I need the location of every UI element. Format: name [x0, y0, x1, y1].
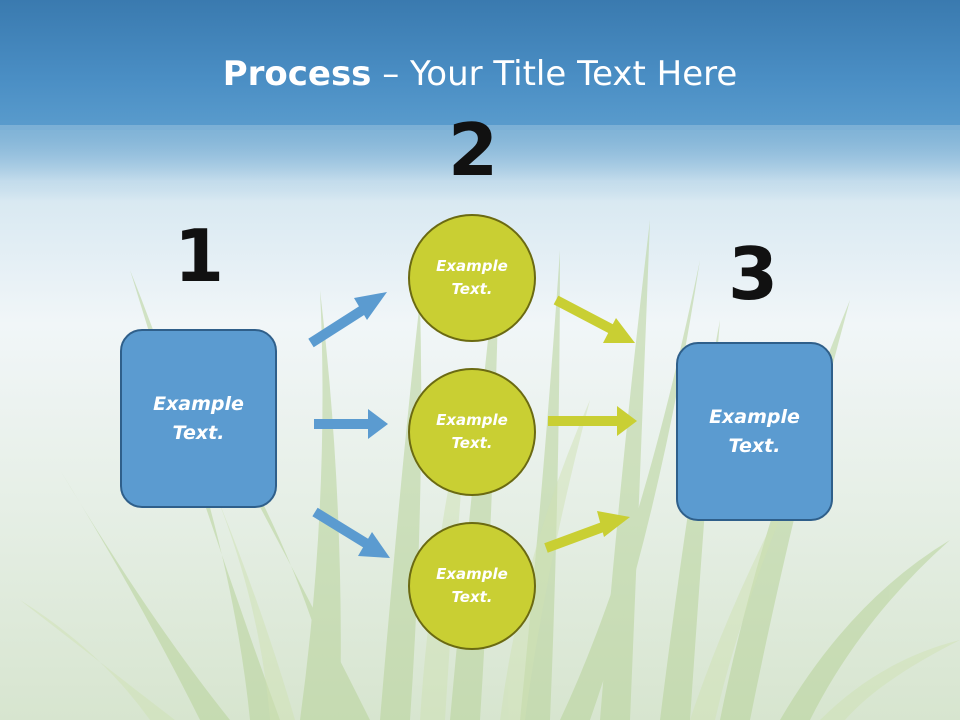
step-3-text: Example Text.	[709, 405, 800, 457]
step-2-circle-middle-text: Example Text.	[436, 411, 508, 452]
arrow-bottom-to-3	[544, 511, 630, 553]
step-2-circle-bottom: Example Text.	[408, 522, 536, 650]
step-2-circle-top: Example Text.	[408, 214, 536, 342]
step-2-circle-middle: Example Text.	[408, 368, 536, 496]
step-3-box: Example Text.	[676, 342, 833, 521]
arrow-1-to-bottom	[312, 507, 390, 558]
step-2-circle-bottom-text: Example Text.	[436, 565, 508, 606]
arrow-1-to-middle	[314, 409, 388, 439]
sky-fade	[0, 125, 960, 205]
step-1-box: Example Text.	[120, 329, 277, 508]
arrow-1-to-top	[308, 292, 387, 348]
step-number-2: 2	[447, 108, 499, 192]
slide-title: Process – Your Title Text Here	[0, 52, 960, 96]
arrow-middle-to-3	[548, 406, 637, 436]
title-rest: – Your Title Text Here	[371, 54, 738, 94]
step-number-1: 1	[173, 214, 225, 298]
header-band	[0, 0, 960, 130]
arrow-top-to-3	[553, 295, 635, 343]
step-number-3: 3	[727, 232, 779, 316]
step-1-text: Example Text.	[153, 392, 244, 444]
title-bold: Process	[222, 54, 372, 94]
step-2-circle-top-text: Example Text.	[436, 257, 508, 298]
